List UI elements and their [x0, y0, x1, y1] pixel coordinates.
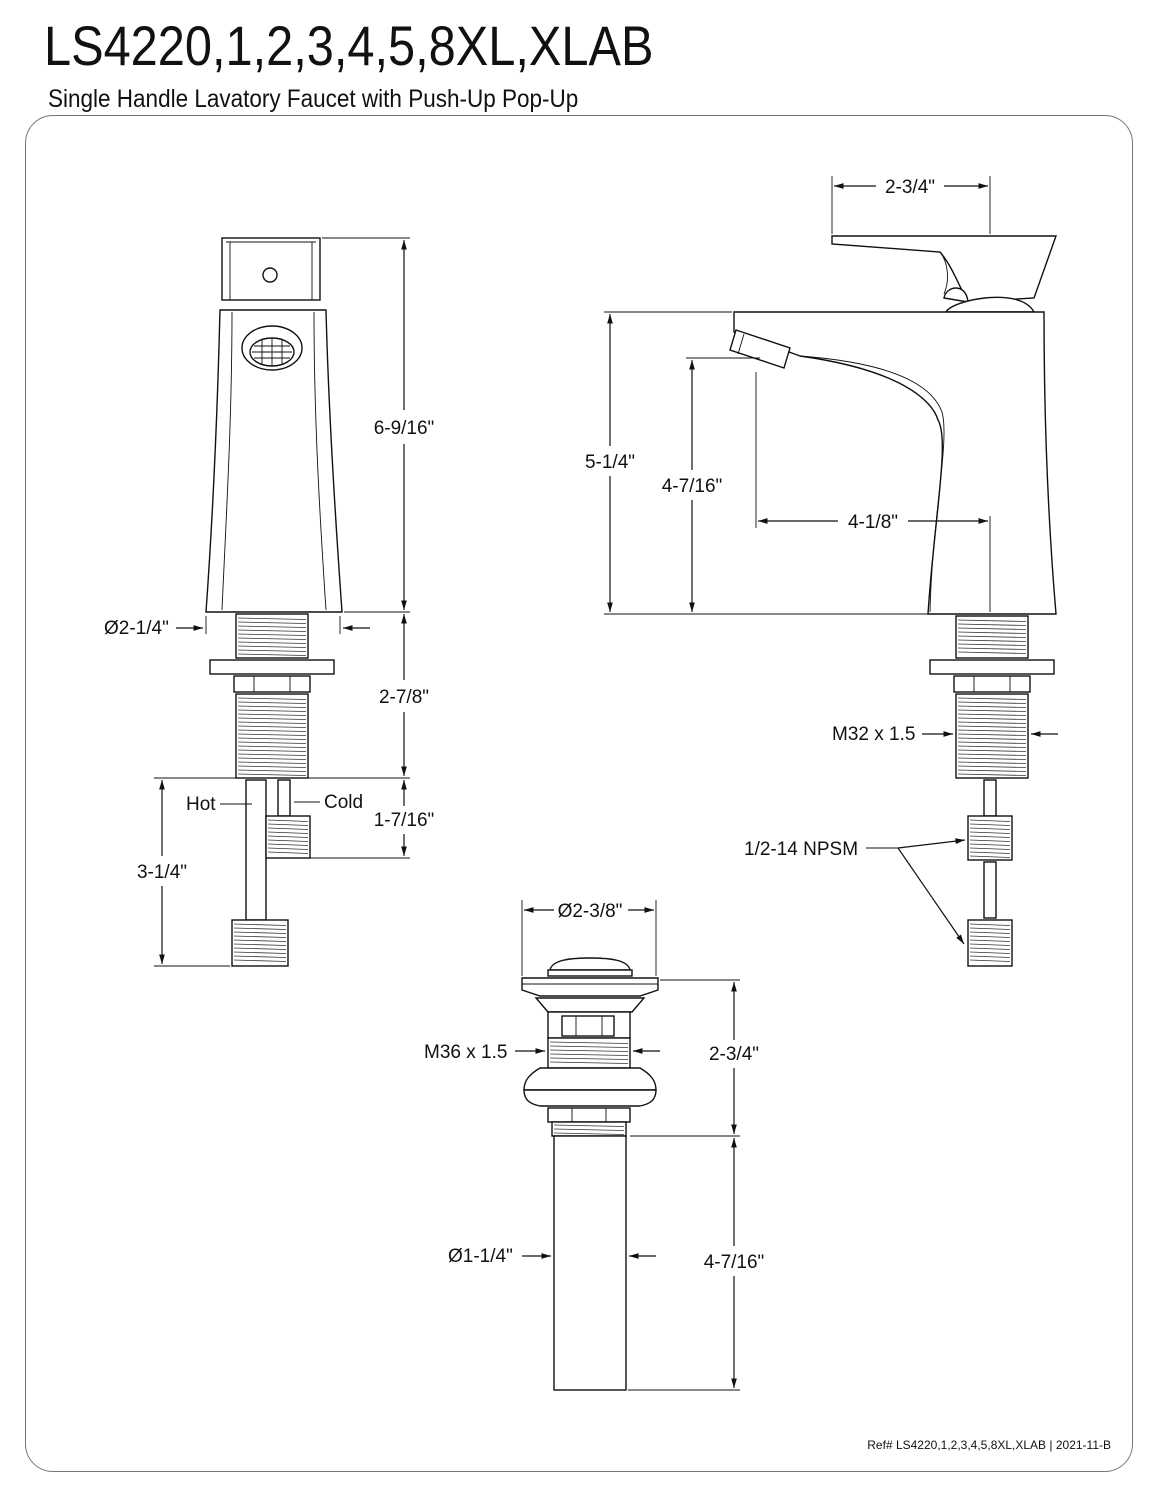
flange-diameter-label: Ø2-3/8": [558, 901, 623, 922]
drawing-frame: [25, 115, 1133, 1472]
side-body: [729, 311, 1057, 615]
thread-hatching: [553, 1124, 625, 1135]
spout-height-label: 4-7/16": [662, 476, 723, 497]
front-handle: [221, 237, 321, 301]
thread-hatching: [549, 1041, 629, 1064]
npsm-label: 1/2-14 NPSM: [744, 839, 858, 860]
dimension-tail-diameter: Ø1-1/4": [448, 1246, 656, 1267]
front-body: [205, 309, 343, 613]
front-shank: [209, 613, 335, 779]
handle-length-label: 2-3/4": [885, 177, 935, 198]
dimension-drain-thread: M36 x 1.5: [424, 1042, 660, 1063]
front-view: 6-9/16" Ø2-1/4" 2-7/8" 1-7/16": [104, 237, 435, 967]
side-shank: [929, 615, 1055, 967]
thread-hatching: [233, 923, 287, 962]
thread-hatching: [969, 819, 1011, 858]
front-supply-lines: [231, 779, 311, 967]
model-subtitle: Single Handle Lavatory Faucet with Push-…: [48, 85, 579, 113]
dimension-spout-reach: 4-1/8": [755, 372, 991, 612]
hot-supply-label: 3-1/4": [137, 862, 187, 883]
spout-reach-label: 4-1/8": [848, 512, 898, 533]
dimension-overall-height: 6-9/16": [322, 237, 435, 613]
tail-diameter-label: Ø1-1/4": [448, 1246, 513, 1267]
dimension-cold-supply: 1-7/16": [310, 780, 435, 859]
thread-hatching: [237, 617, 307, 656]
reference-note: Ref# LS4220,1,2,3,4,5,8XL,XLAB | 2021-11…: [867, 1438, 1111, 1452]
side-view: 2-3/4" 5-1/4" 4-7/16" 4-1/8" M32 x 1.5: [585, 176, 1058, 967]
thread-hatching: [969, 923, 1011, 962]
tail-length-label: 4-7/16": [704, 1252, 765, 1273]
dimension-hot-supply: 3-1/4": [137, 777, 240, 967]
dimension-drain-body: 2-3/4": [630, 979, 759, 1137]
overall-height-label: 6-9/16": [374, 418, 435, 439]
drain-view: Ø2-3/8" M36 x 1.5 2-3/4" Ø1-1/4" 4-7/16: [424, 900, 765, 1391]
thread-hatching: [957, 697, 1027, 776]
thread-hatching: [237, 697, 307, 776]
shank-thread-label: M32 x 1.5: [832, 724, 915, 745]
thread-hatching: [957, 619, 1027, 654]
drain-assembly: [521, 957, 659, 1391]
hot-label: Hot: [186, 794, 216, 815]
dimension-tail-length: 4-7/16": [628, 1138, 765, 1391]
dimension-npsm: 1/2-14 NPSM: [744, 838, 966, 945]
dimension-base-diameter: Ø2-1/4": [104, 616, 370, 639]
dimension-shank-length: 2-7/8": [308, 614, 429, 779]
dimension-flange-diameter: Ø2-3/8": [521, 900, 657, 976]
cold-supply-label: 1-7/16": [374, 810, 435, 831]
thread-hatching: [267, 819, 309, 854]
side-handle: [831, 235, 1057, 313]
dimension-shank-thread: M32 x 1.5: [832, 724, 1058, 745]
handle-screw-hole-icon: [262, 267, 278, 283]
cold-label: Cold: [324, 792, 363, 813]
body-height-label: 5-1/4": [585, 452, 635, 473]
dimension-spout-height: 4-7/16": [662, 357, 760, 612]
model-title: LS4220,1,2,3,4,5,8XL,XLAB: [44, 14, 654, 77]
dimension-handle-length: 2-3/4": [831, 176, 991, 234]
drain-thread-label: M36 x 1.5: [424, 1042, 507, 1063]
base-diameter-label: Ø2-1/4": [104, 618, 169, 639]
aerator-mesh-icon: [252, 338, 292, 366]
dimension-body-height: 5-1/4": [585, 311, 928, 615]
shank-length-label: 2-7/8": [379, 687, 429, 708]
drain-body-label: 2-3/4": [709, 1044, 759, 1065]
